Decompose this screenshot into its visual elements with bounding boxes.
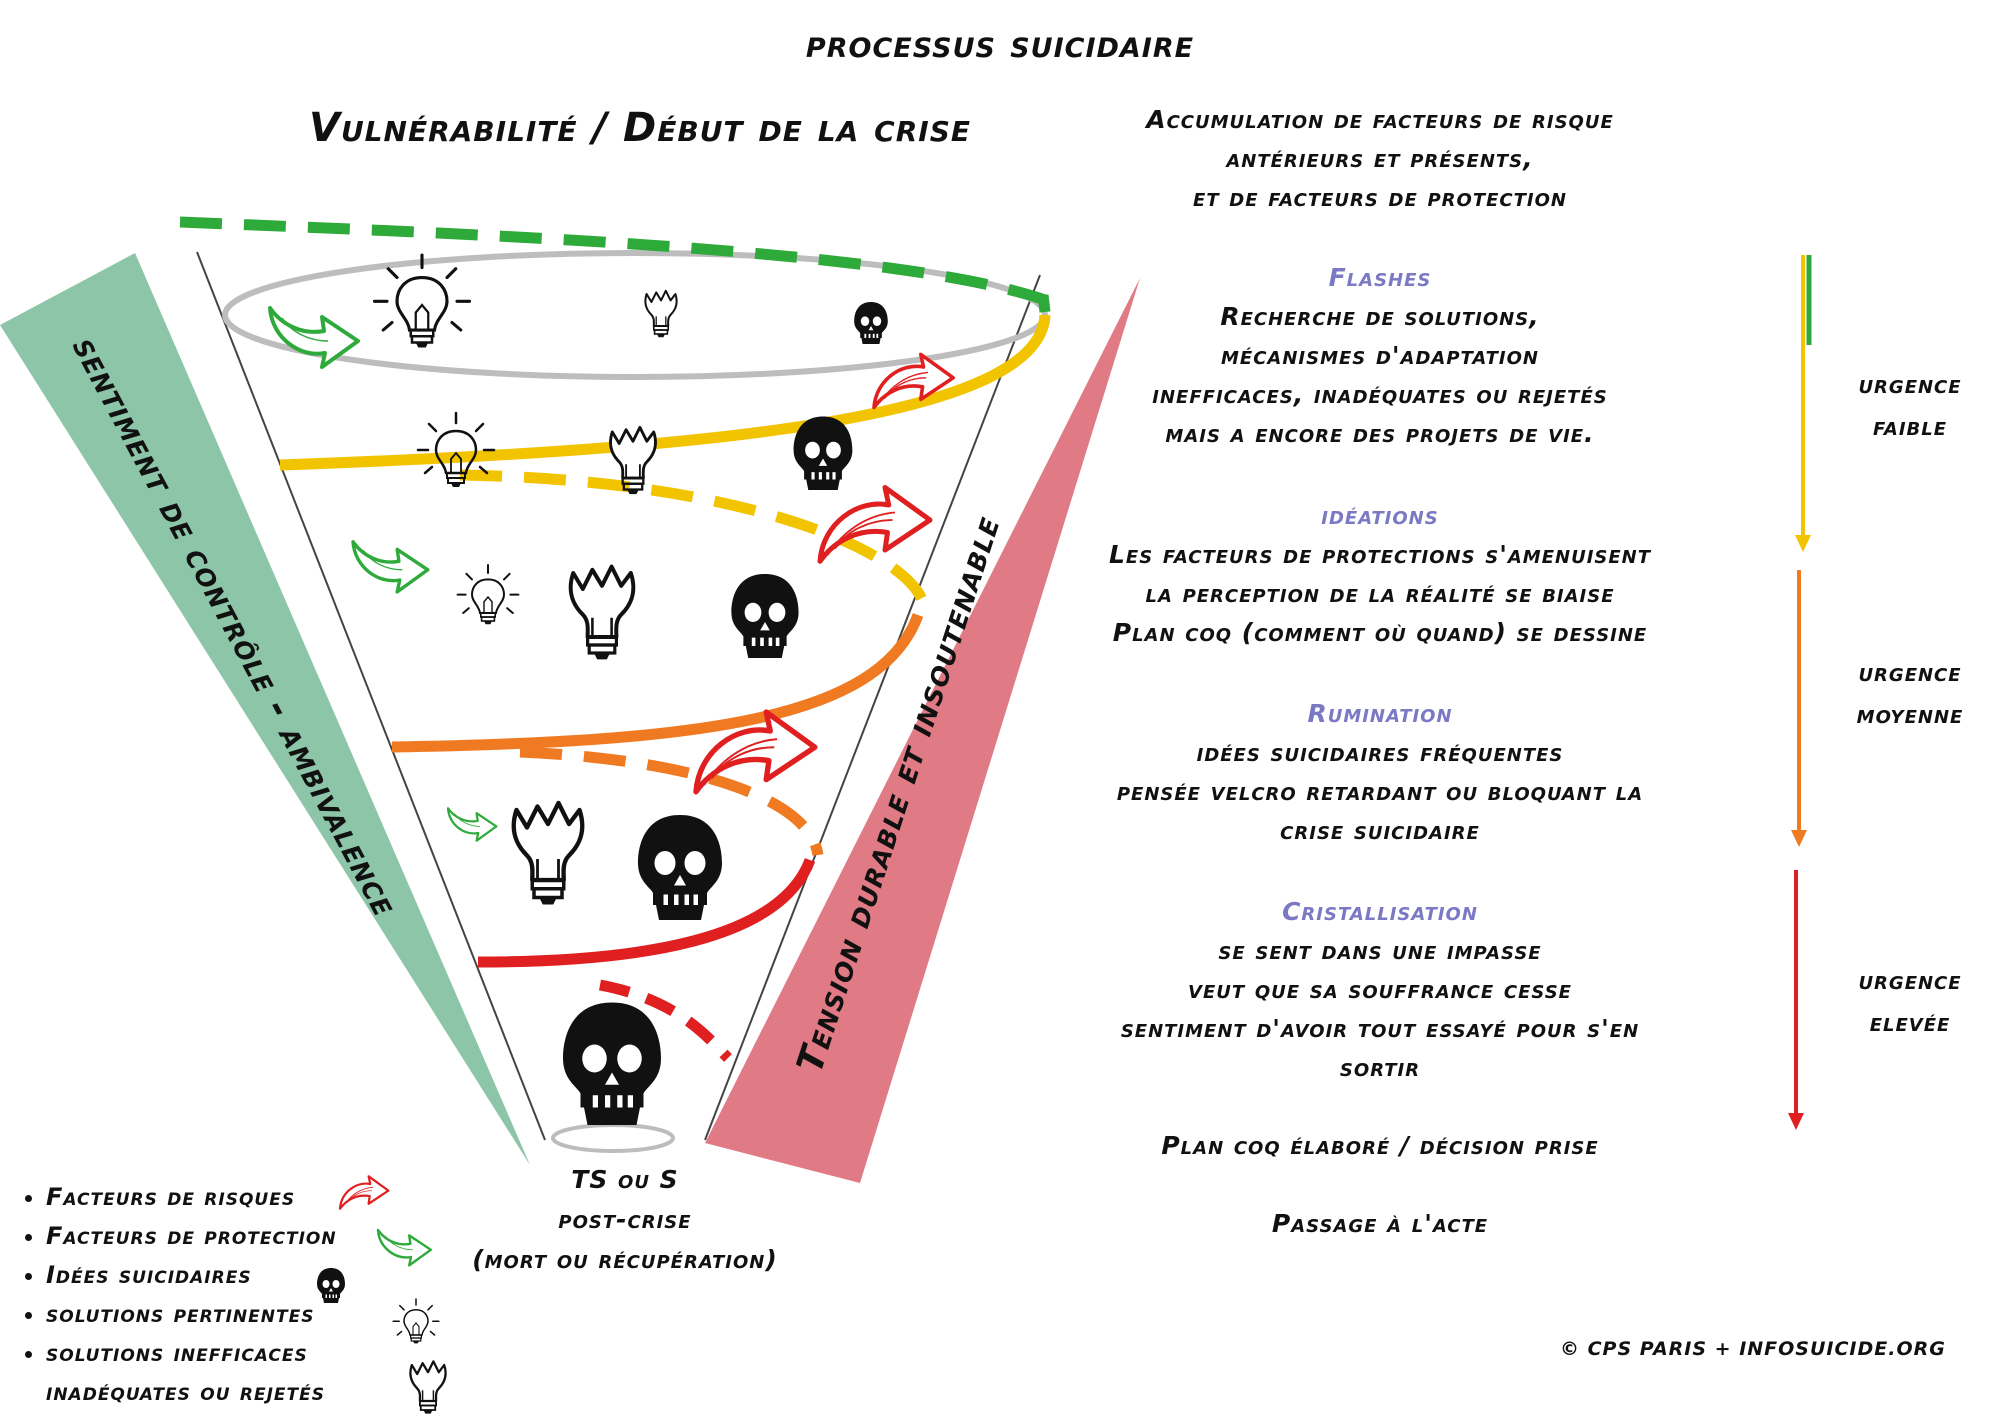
urgency-line: urgence	[1858, 370, 1962, 400]
stage-title: idéations	[1321, 501, 1439, 530]
control-ambivalence-band	[0, 253, 530, 1165]
funnel-right-edge	[704, 274, 1041, 1141]
skull-icon	[854, 302, 888, 344]
accumulation-line: et de facteurs de protection	[1193, 183, 1567, 212]
legend-red-arrow-icon	[338, 1175, 390, 1210]
stage-rumination: Rumination idées suicidaires fréquentes …	[1040, 694, 1720, 850]
funnel-left-edge	[196, 251, 546, 1141]
legend-item: solutions inefficaces	[46, 1334, 337, 1373]
stage-line: se sent dans une impasse	[1218, 936, 1542, 965]
legend-lightbulb-icon	[392, 1298, 440, 1345]
protection-factor-icon	[351, 540, 430, 594]
spiral-yellow-dash	[459, 469, 931, 616]
legend-item: inadéquates ou rejetés	[46, 1378, 325, 1406]
spiral-green	[179, 216, 1047, 306]
stage-line: Plan coq (comment où quand) se dessine	[1112, 618, 1648, 647]
lightbulb-icon	[372, 253, 472, 350]
spiral-red-dash	[598, 979, 732, 1062]
page-title: processus suicidaire	[805, 22, 1195, 66]
stage-line: idées suicidaires fréquentes	[1196, 738, 1564, 767]
legend-green-arrow-icon	[376, 1228, 432, 1267]
urgency-line: urgence	[1858, 658, 1962, 688]
post-crisis-line: TS ou S	[571, 1165, 679, 1194]
urgency-line: urgence	[1858, 966, 1962, 996]
legend-item: Idées suicidaires	[46, 1256, 337, 1295]
subtitle: Vulnérabilité / Début de la crise	[308, 105, 972, 151]
stage-line: mécanismes d'adaptation	[1221, 341, 1539, 370]
spiral-green-tail	[1037, 294, 1051, 313]
urgency-line: elevée	[1869, 1008, 1951, 1038]
spiral-orange	[391, 613, 924, 753]
accumulation-line: Accumulation de facteurs de risque	[1146, 105, 1614, 134]
broken-bulb-icon	[514, 803, 583, 905]
legend-item: Facteurs de risques	[46, 1178, 337, 1217]
urgency-low: urgence faible	[1820, 364, 2000, 448]
stage-line: inefficaces, inadéquates ou rejetés	[1152, 380, 1608, 409]
stage-title: Cristallisation	[1282, 897, 1478, 926]
urgency-high: urgence elevée	[1820, 960, 2000, 1044]
copyright: © CPS PARIS + INFOSUICIDE.ORG	[1560, 1338, 1946, 1360]
protection-factor-icon	[446, 807, 498, 842]
legend: Facteurs de risques Facteurs de protecti…	[10, 1178, 337, 1412]
stage-line: Les facteurs de protections s'amenuisent	[1109, 540, 1651, 569]
urgency-line: faible	[1872, 412, 1948, 442]
urgency-medium: urgence moyenne	[1820, 652, 2000, 736]
funnel-bottom-rim	[551, 1123, 675, 1153]
stage-flashes: Flashes Recherche de solutions, mécanism…	[1040, 258, 1720, 453]
skull-icon	[638, 815, 722, 920]
post-crisis-text: TS ou S post-crise (mort ou récupération…	[440, 1160, 810, 1280]
spiral-red	[477, 857, 816, 968]
urgency-line: moyenne	[1856, 700, 1964, 730]
stage-line: sortir	[1339, 1053, 1421, 1082]
legend-broken-bulb-icon	[409, 1360, 447, 1414]
broken-bulb-icon	[571, 567, 634, 660]
stage-title: Rumination	[1307, 699, 1453, 728]
lightbulb-icon	[456, 563, 520, 626]
legend-item: Facteurs de protection	[46, 1217, 337, 1256]
skull-icon	[731, 574, 799, 658]
skull-icon	[793, 416, 853, 490]
stage-ideations: idéations Les facteurs de protections s'…	[1040, 496, 1720, 652]
skull-icon	[563, 1002, 661, 1125]
stage-line: pensée velcro retardant ou bloquant la	[1116, 777, 1644, 806]
spiral-orange-dash	[519, 746, 824, 857]
broken-bulb-icon	[644, 289, 678, 339]
stage-line: la perception de la réalité se biaise	[1145, 579, 1615, 608]
passage-acte: Passage à l'acte	[1271, 1209, 1489, 1238]
stage-cristallisation: Cristallisation se sent dans une impasse…	[1040, 892, 1720, 1087]
legend-item: solutions pertinentes	[46, 1295, 337, 1334]
stage-line: Recherche de solutions,	[1220, 302, 1540, 331]
post-crisis-line: (mort ou récupération)	[472, 1245, 778, 1274]
stage-line: sentiment d'avoir tout essayé pour s'en	[1120, 1014, 1640, 1043]
plan-decision: Plan coq élaboré / décision prise	[1161, 1131, 1599, 1160]
stage-line: crise suicidaire	[1280, 816, 1480, 845]
stage-line: veut que sa souffrance cesse	[1188, 975, 1572, 1004]
left-band-label: sentiment de contrôle - ambivalence	[64, 330, 405, 923]
tension-band	[705, 278, 1140, 1183]
stage-title: Flashes	[1328, 263, 1432, 292]
post-crisis-line: post-crise	[558, 1205, 692, 1234]
accumulation-line: antérieurs et présents,	[1226, 144, 1534, 173]
stage-line: mais a encore des projets de vie.	[1165, 419, 1595, 448]
accumulation-text: Accumulation de facteurs de risque antér…	[1040, 100, 1720, 217]
